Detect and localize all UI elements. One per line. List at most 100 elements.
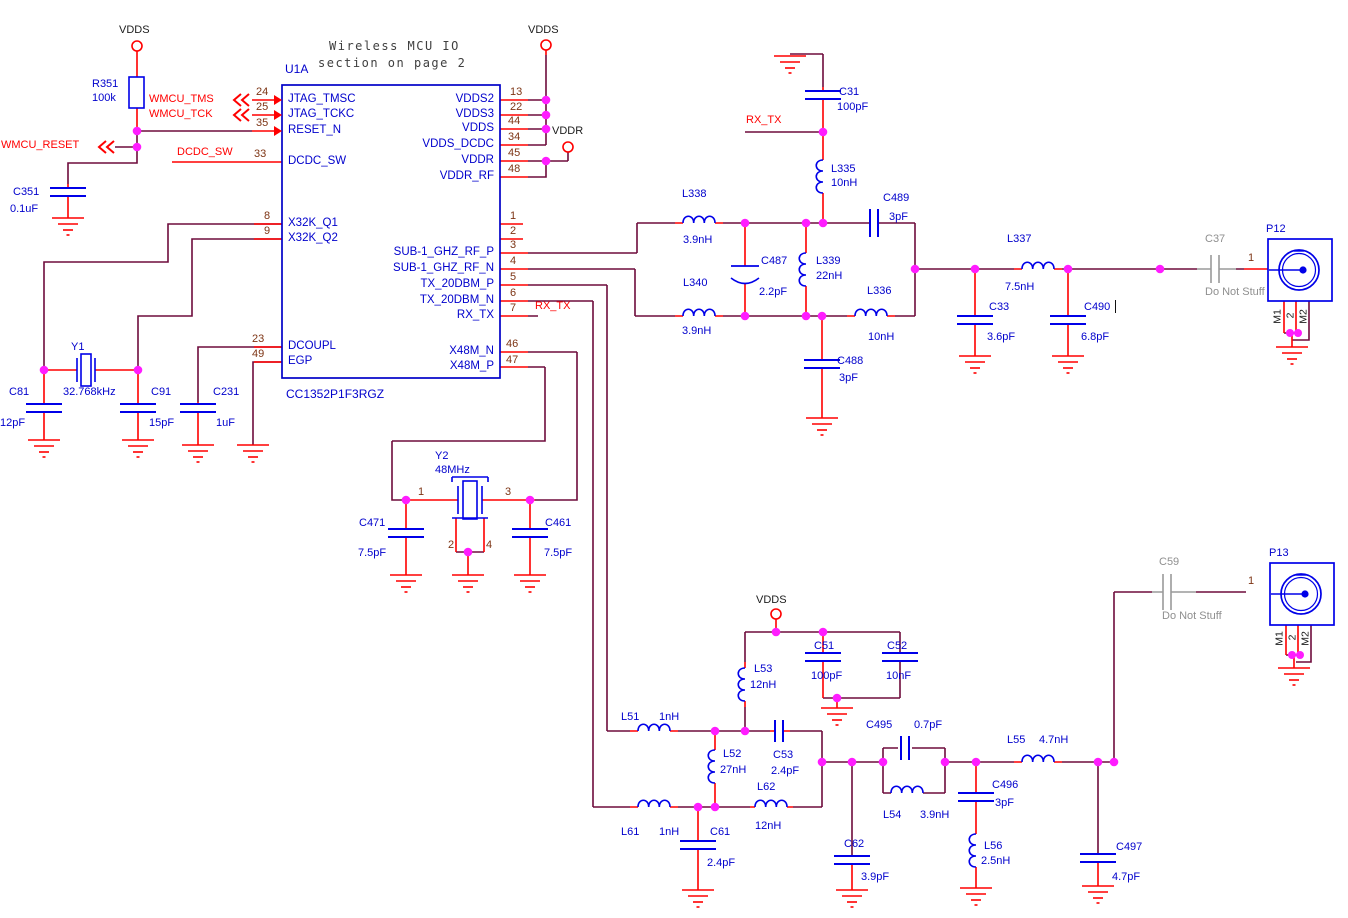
c62-val: 3.9pF [861,871,890,883]
c495-ref: C495 [866,719,893,731]
vddr-label: VDDR [552,125,584,137]
l338-ref: L338 [682,188,707,200]
l62-val: 12nH [755,820,782,832]
vddr-terminal [562,141,574,153]
c497-val: 4.7pF [1112,871,1141,883]
component-symbols[interactable] [26,76,1116,868]
y1-ref: Y1 [71,341,85,353]
p12-pad-2: 2 [1284,312,1297,319]
p13-ref: P13 [1269,547,1289,559]
l52-ref: L52 [723,748,742,760]
c59-ref: C59 [1159,556,1180,568]
pin-name-reset-n: RESET_N [288,124,342,136]
y1-val: 32.768kHz [63,386,116,398]
pin-name-vdds3: VDDS3 [455,108,494,120]
y2-val: 48MHz [435,464,470,476]
pin-num-25: 25 [256,101,269,113]
pin-num-1: 1 [510,210,517,222]
l61-ref: L61 [621,826,640,838]
c52-cap [882,652,918,662]
pin-num-9: 9 [264,225,271,237]
net-wmcu-tck: WMCU_TCK [149,108,213,120]
c488-cap [804,359,840,369]
l337-coil [1021,261,1055,270]
pin-num-24: 24 [256,86,269,98]
pin-name-x48m-n: X48M_N [449,345,494,357]
mcu-body[interactable] [281,84,501,379]
c31-val: 100pF [837,101,869,113]
p12-pad-m2: M2 [1297,309,1310,324]
pin-num-35: 35 [256,117,269,129]
p13-pad-2: 2 [1286,634,1299,641]
l61-val: 1nH [659,826,680,838]
c52-ref: C52 [887,640,908,652]
c496-val: 3pF [995,797,1014,809]
l61-coil [637,799,671,808]
pin-num-13: 13 [510,86,523,98]
pin-name-jtag-tckc: JTAG_TCKC [288,108,355,120]
vdds-terminal-topleft [131,40,143,52]
l51-coil [637,723,671,732]
net-dcdc-sw: DCDC_SW [177,146,233,158]
y2-pin3: 3 [505,486,512,498]
y2-crystal [451,476,489,520]
c37-ref: C37 [1205,233,1226,245]
pin-name-egp: EGP [288,355,313,367]
mcu-ref: U1A [285,62,309,76]
ground-symbols [27,55,1311,908]
c489-cap [869,209,879,237]
p12-connector[interactable] [1267,238,1333,302]
pin-name-dcdc-sw: DCDC_SW [288,155,347,167]
p12-pad-m1: M1 [1271,309,1284,324]
c489-ref: C489 [883,192,910,204]
y1-crystal [76,353,96,387]
c53-val: 2.4pF [771,765,800,777]
c487-val: 2.2pF [759,286,788,298]
pin-name-vddr-rf: VDDR_RF [439,170,494,182]
mcu-part: CC1352P1F3RGZ [286,387,385,401]
c53-ref: C53 [773,749,794,761]
vdds-label-topleft: VDDS [119,24,150,36]
pin-name-vddr: VDDR [461,154,494,166]
text-cursor [1115,300,1116,313]
pin-name-sub1-rf-p: SUB-1_GHZ_RF_P [393,246,494,258]
power-terminals [131,39,782,620]
c91-ref: C91 [151,386,172,398]
pin-num-46: 46 [506,338,519,350]
c471-ref: C471 [359,517,386,529]
c61-val: 2.4pF [707,857,736,869]
pin-name-x32k-q1: X32K_Q1 [288,217,338,229]
l340-ref: L340 [683,277,708,289]
pin-num-44: 44 [508,115,521,127]
l335-coil [815,159,824,194]
l55-val: 4.7nH [1039,734,1069,746]
c461-cap [512,528,548,538]
l54-ref: L54 [883,809,902,821]
c489-val: 3pF [889,211,908,223]
vdds-label-topright: VDDS [528,24,559,36]
c461-ref: C461 [545,517,572,529]
pin-name-dcoupl: DCOUPL [288,340,336,352]
l340-coil [682,308,716,317]
pin-num-23: 23 [252,333,265,345]
p13-pad-m1: M1 [1273,631,1286,646]
c495-cap [900,736,910,760]
p13-connector[interactable] [1269,562,1335,626]
net-rx-tx-pin: RX_TX [535,300,571,312]
r351-val: 100k [92,92,116,104]
c488-ref: C488 [837,355,864,367]
c231-cap [180,403,216,413]
pin-name-tx20-p: TX_20DBM_P [420,278,494,290]
l339-ref: L339 [816,255,841,267]
c487-ref: C487 [761,255,788,267]
c61-cap [680,840,716,850]
note-line1: Wireless MCU IO [329,39,460,53]
l339-val: 22nH [816,270,843,282]
c497-cap [1080,853,1116,863]
l56-ref: L56 [984,840,1003,852]
c62-cap [834,855,870,865]
vdds-label-bottom: VDDS [756,594,787,606]
net-rx-tx-top: RX_TX [746,114,782,126]
